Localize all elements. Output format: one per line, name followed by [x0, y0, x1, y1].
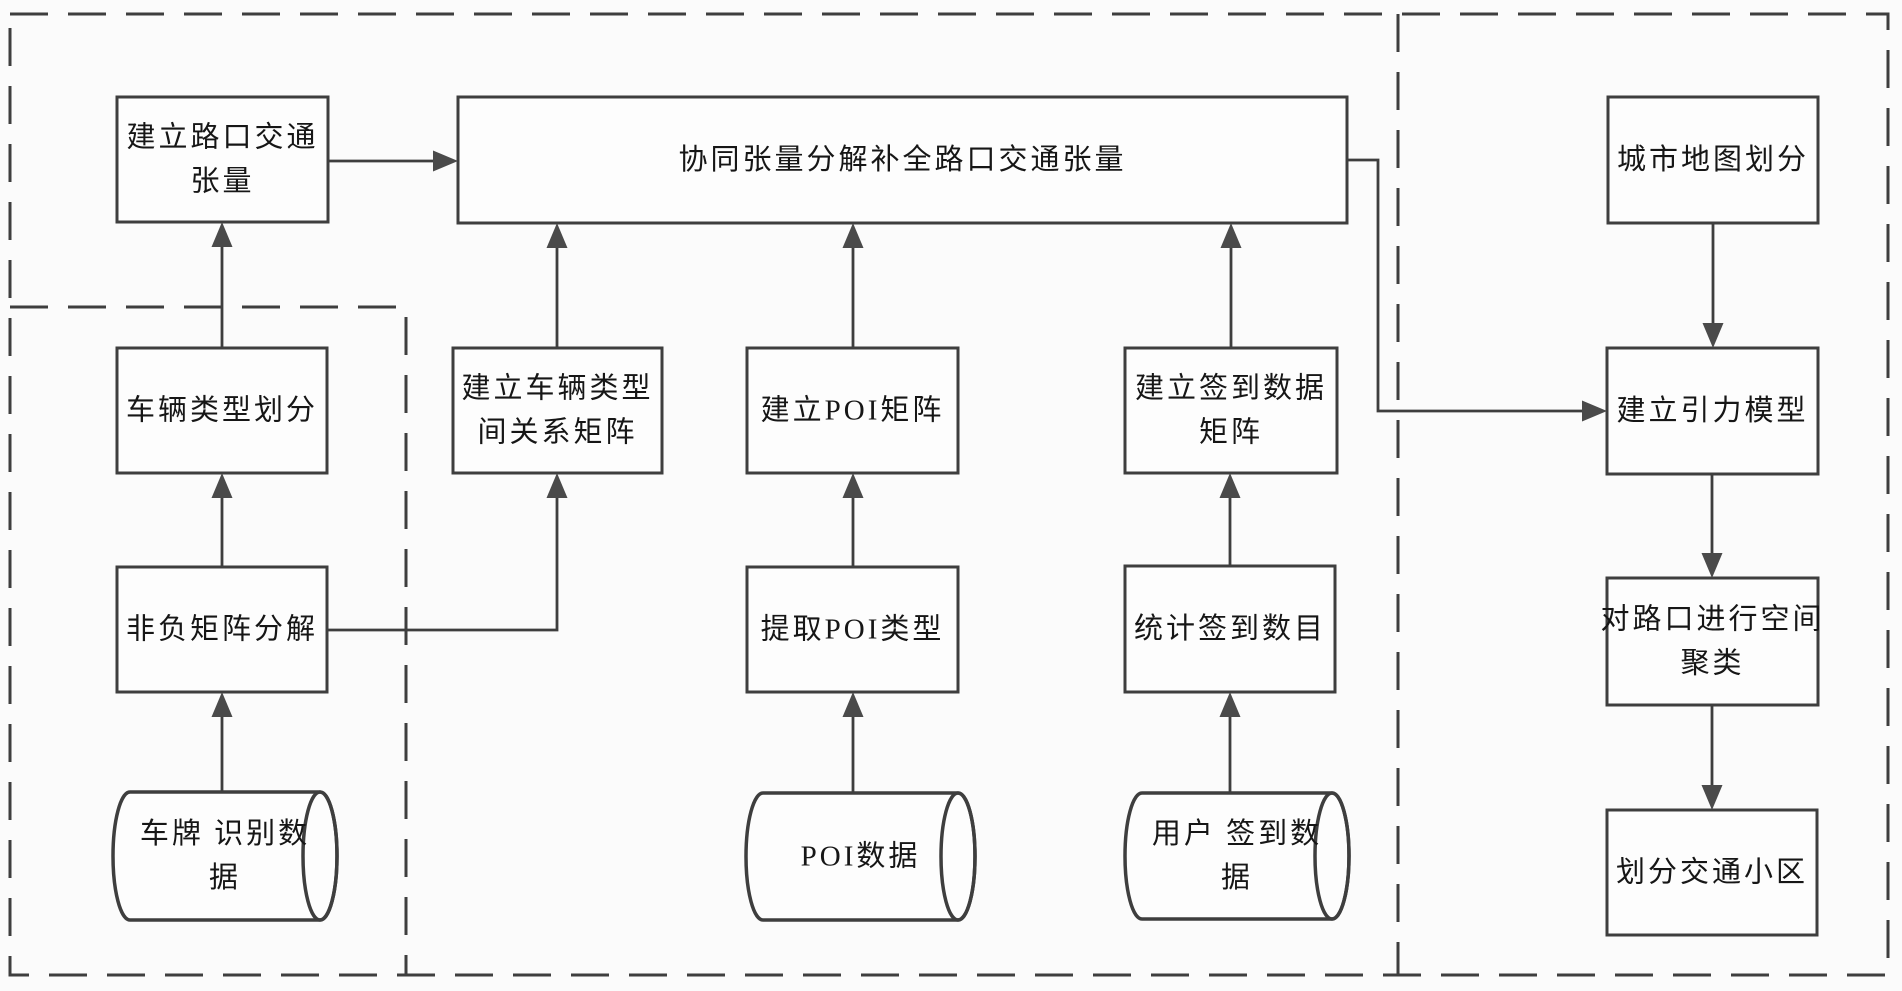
- arrowhead-checkin-matrix-to-decomposition: [1220, 223, 1242, 248]
- node-label: 城市地图划分: [1617, 143, 1809, 176]
- arrowhead-map-division-to-gravity-model: [1702, 323, 1724, 348]
- node-build-gravity-model: 建立引力模型: [1605, 346, 1820, 476]
- arrowhead-gravity-model-to-clustering: [1701, 553, 1723, 578]
- node-label: 车辆类型划分: [126, 394, 318, 427]
- node-label: 车牌 识别数: [140, 817, 310, 850]
- node-label: 协同张量分解补全路口交通张量: [678, 143, 1126, 176]
- cylinder-face-license-plate-recognition-data: [301, 790, 339, 922]
- node-label: 建立路口交通: [126, 121, 318, 154]
- node-nonnegative-matrix-factorization: 非负矩阵分解: [115, 565, 329, 694]
- node-divide-traffic-zones: 划分交通小区: [1605, 808, 1819, 937]
- node-user-checkin-data: 用户 签到数据: [1123, 791, 1351, 921]
- node-label: 间关系矩阵: [477, 416, 637, 449]
- node-vehicle-type-division: 车辆类型划分: [115, 346, 329, 475]
- left-section-dashed-border: [10, 305, 408, 975]
- process-box-build-intersection-tensor: [115, 95, 330, 224]
- arrowhead-checkin-data-to-checkin-count: [1219, 692, 1241, 717]
- process-box-vehicle-type-relation-matrix: [451, 346, 664, 475]
- node-label: 非负矩阵分解: [126, 613, 318, 646]
- node-label: 建立车辆类型: [461, 372, 653, 405]
- process-box-build-poi-matrix: [745, 346, 960, 475]
- node-count-checkin-numbers: 统计签到数目: [1123, 564, 1337, 694]
- arrowhead-poi-matrix-to-decomposition: [842, 223, 864, 248]
- node-poi-data: POI数据: [744, 791, 977, 922]
- arrowhead-checkin-count-to-checkin-matrix: [1219, 473, 1241, 498]
- node-label: 统计签到数目: [1134, 612, 1326, 645]
- arrowhead-relation-matrix-to-decomposition: [546, 223, 568, 248]
- process-box-divide-traffic-zones: [1605, 808, 1819, 937]
- process-box-extract-poi-type: [745, 565, 960, 694]
- arrowhead-clustering-to-traffic-zones: [1701, 785, 1723, 810]
- outer-dashed-border: [8, 12, 1890, 977]
- node-city-map-division: 城市地图划分: [1606, 95, 1820, 225]
- node-label: 对路口进行空间: [1600, 603, 1824, 636]
- node-label: 据: [1221, 861, 1253, 894]
- node-label: 建立POI矩阵: [761, 394, 945, 427]
- node-extract-poi-type: 提取POI类型: [745, 565, 960, 694]
- arrowhead-decomposition-to-gravity-model: [1582, 400, 1607, 422]
- arrowhead-nmf-to-vehicle-type: [211, 473, 233, 498]
- process-box-count-checkin-numbers: [1123, 564, 1337, 694]
- edge-nmf-to-relation-matrix: [327, 498, 559, 632]
- node-label: 矩阵: [1199, 416, 1263, 449]
- process-box-spatial-clustering-of-intersections: [1605, 576, 1820, 707]
- node-label: 聚类: [1680, 647, 1744, 680]
- process-box-nonnegative-matrix-factorization: [115, 565, 329, 694]
- node-label: 划分交通小区: [1616, 856, 1808, 889]
- node-label: 据: [209, 861, 241, 894]
- edge-decomposition-to-gravity-model: [1347, 158, 1582, 413]
- arrowhead-poi-type-to-poi-matrix: [842, 473, 864, 498]
- node-label: 用户 签到数: [1152, 817, 1322, 850]
- node-label: 张量: [190, 166, 254, 198]
- arrowhead-tensor-to-decomposition: [433, 150, 458, 172]
- cylinder-face-poi-data: [939, 791, 977, 922]
- arrowhead-plate-data-to-nmf: [211, 692, 233, 717]
- node-label: 建立引力模型: [1616, 394, 1808, 427]
- node-label: 建立签到数据: [1135, 372, 1327, 405]
- cylinder-face-user-checkin-data: [1313, 791, 1351, 921]
- node-build-poi-matrix: 建立POI矩阵: [745, 346, 960, 475]
- node-label: 提取POI类型: [761, 613, 945, 646]
- node-label: POI数据: [801, 840, 921, 873]
- process-box-city-map-division: [1606, 95, 1820, 225]
- arrowhead-poi-data-to-poi-type: [842, 692, 864, 717]
- process-box-collaborative-tensor-decomposition: [456, 95, 1349, 225]
- process-box-build-checkin-matrix: [1123, 346, 1339, 475]
- arrowhead-nmf-to-relation-matrix: [546, 473, 568, 498]
- node-collaborative-tensor-decomposition: 协同张量分解补全路口交通张量: [456, 95, 1349, 225]
- arrowhead-vehicle-type-to-tensor: [211, 222, 233, 247]
